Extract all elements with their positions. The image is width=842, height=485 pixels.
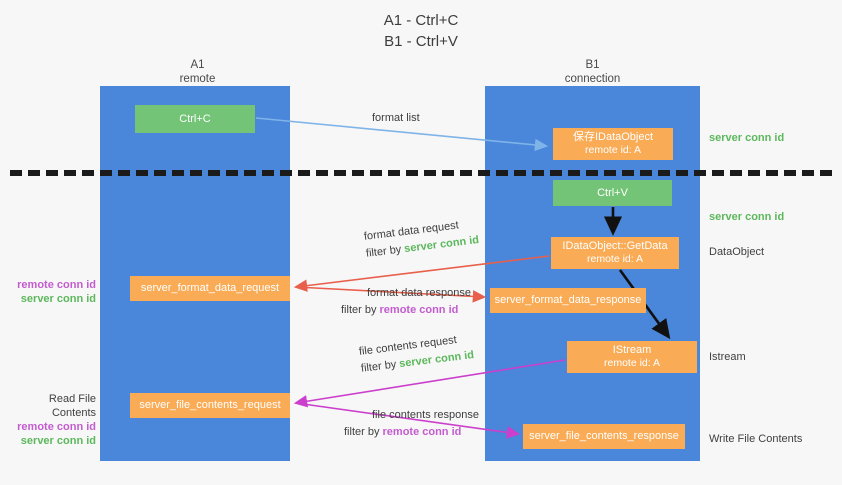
annotation-istream: Istream	[709, 351, 746, 363]
node-ctrl-v-label: Ctrl+V	[597, 186, 628, 199]
annotation-dataobject: DataObject	[709, 246, 765, 258]
column-a1-name: A1	[190, 59, 205, 71]
node-server-format-data-response-label: server_format_data_response	[494, 294, 642, 306]
annotation-remote-conn-id-1: remote conn id	[17, 279, 96, 291]
node-idataobject-getdata[interactable]: IDataObject::GetData remote id: A	[551, 237, 679, 269]
filter-key-remote-conn-id: remote conn id	[379, 304, 459, 316]
node-save-idataobject[interactable]: 保存IDataObject remote id: A	[553, 128, 673, 160]
annotation-write-file-contents: Write File Contents	[709, 433, 803, 445]
node-getdata-title: IDataObject::GetData	[562, 240, 668, 252]
edge-format-list	[255, 117, 549, 152]
column-b1-name: B1	[585, 59, 600, 71]
node-server-file-contents-response[interactable]: server_file_contents_response	[523, 424, 685, 449]
edge-label-file-contents-response-filter: filter by remote conn id	[344, 424, 479, 441]
edge-label-format-data-response-text: format data response	[367, 287, 471, 299]
annotation-read-file-contents: Read File Contents	[48, 393, 96, 419]
annotation-server-conn-id-2: server conn id	[20, 435, 96, 447]
node-server-format-data-request-label: server_format_data_request	[140, 282, 280, 294]
node-getdata-remote-id: remote id: A	[586, 253, 644, 265]
column-header-a1: A1 remote	[105, 58, 290, 86]
title-line-2: B1 - Ctrl+V	[384, 33, 458, 50]
annotation-server-conn-id-top: server conn id	[709, 132, 785, 144]
column-a1-role: remote	[179, 73, 216, 85]
node-ctrl-c-label: Ctrl+C	[179, 112, 211, 125]
filter-prefix: filter by	[360, 358, 401, 375]
node-server-file-contents-request[interactable]: server_file_contents_request	[130, 393, 290, 418]
edge-file-contents-request	[293, 359, 566, 408]
filter-key-remote-conn-id: remote conn id	[382, 426, 462, 438]
edge-label-file-contents-response: file contents response filter by remote …	[344, 407, 480, 441]
annotation-remote-conn-id-2: remote conn id	[17, 421, 96, 433]
edge-format-data-request	[293, 255, 550, 292]
node-istream[interactable]: IStream remote id: A	[567, 341, 697, 373]
node-server-format-data-response[interactable]: server_format_data_response	[490, 288, 646, 313]
node-save-idataobject-remote-id: remote id: A	[584, 144, 642, 156]
diagram-title: A1 - Ctrl+C B1 - Ctrl+V	[0, 10, 842, 52]
node-ctrl-c[interactable]: Ctrl+C	[135, 105, 255, 133]
annotation-server-conn-id-mid: server conn id	[709, 211, 785, 223]
annotation-left-read-file-contents-group: Read File Contents remote conn id server…	[8, 392, 96, 448]
edge-label-format-data-response: format data response filter by remote co…	[337, 285, 471, 319]
column-header-b1: B1 connection	[485, 58, 700, 86]
node-server-file-contents-request-label: server_file_contents_request	[139, 399, 281, 411]
title-line-1: A1 - Ctrl+C	[383, 12, 459, 29]
node-server-file-contents-response-label: server_file_contents_response	[529, 430, 679, 442]
phase-separator-dashed-line	[10, 170, 832, 176]
edge-label-format-list: format list	[372, 110, 420, 127]
edge-file-contents-response	[295, 402, 521, 439]
node-istream-remote-id: remote id: A	[603, 357, 661, 369]
annotation-left-conn-ids-format: remote conn id server conn id	[8, 278, 96, 306]
node-istream-title: IStream	[612, 344, 652, 356]
node-ctrl-v[interactable]: Ctrl+V	[553, 180, 672, 206]
filter-prefix: filter by	[365, 243, 406, 260]
column-b1-role: connection	[564, 73, 621, 85]
edge-label-format-list-text: format list	[372, 112, 420, 124]
node-server-format-data-request[interactable]: server_format_data_request	[130, 276, 290, 301]
annotation-server-conn-id-1: server conn id	[20, 293, 96, 305]
edge-label-file-contents-response-text: file contents response	[372, 409, 480, 421]
edge-label-format-data-response-filter: filter by remote conn id	[341, 302, 471, 319]
filter-prefix: filter by	[341, 304, 380, 316]
node-save-idataobject-title: 保存IDataObject	[572, 131, 654, 143]
edge-format-data-response	[295, 286, 487, 303]
filter-prefix: filter by	[344, 426, 383, 438]
